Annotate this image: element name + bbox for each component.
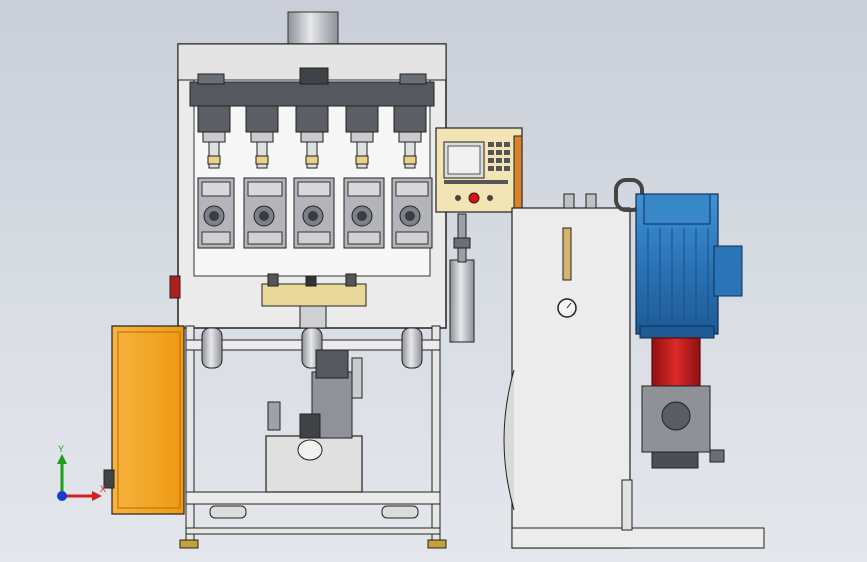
fixture-3 <box>293 177 335 249</box>
electrical-cabinet <box>111 325 185 515</box>
red-coupling <box>651 337 701 387</box>
hmi-keypad <box>488 142 510 171</box>
spindle-head-3 <box>295 105 329 169</box>
drain-pipe-1 <box>201 327 223 369</box>
top-fitting-2 <box>585 193 597 209</box>
cabinet-door-edge <box>117 331 181 509</box>
motor-fan-cover <box>643 193 711 225</box>
right-machine-base <box>511 527 765 549</box>
gearbox-base <box>651 451 699 469</box>
frame-bottom-rail <box>185 491 441 505</box>
motor-terminal-box <box>713 245 743 297</box>
x-axis-label: X <box>100 484 106 494</box>
base-slot-right <box>381 505 419 519</box>
pneumatic-cylinder <box>449 259 475 343</box>
leveling-foot-right <box>427 539 447 549</box>
hmi-side-strip <box>513 135 523 209</box>
spindle-head-2 <box>245 105 279 169</box>
right-machine-gusset <box>621 479 633 531</box>
pump-motor <box>315 349 349 379</box>
door-latch <box>169 275 181 299</box>
tray-stem <box>299 305 327 329</box>
spindle-head-1 <box>197 105 231 169</box>
lower-tray <box>261 283 367 307</box>
side-wheel <box>503 369 515 511</box>
level-indicator <box>562 227 572 281</box>
gantry-beam <box>189 81 435 107</box>
fixture-1 <box>197 177 235 249</box>
valve-right <box>351 357 363 399</box>
emergency-stop <box>468 192 480 204</box>
valve-left <box>267 401 281 431</box>
hmi-function-keys <box>444 180 508 184</box>
base-slot-left <box>209 505 247 519</box>
drain-pipe-3 <box>401 327 423 369</box>
y-axis-label: Y <box>58 444 64 454</box>
gantry-bracket-left <box>197 73 225 85</box>
fixture-5 <box>391 177 433 249</box>
leveling-foot-left <box>179 539 199 549</box>
cabinet-handle <box>103 469 115 489</box>
gearbox-fitting <box>709 449 725 463</box>
cylinder-collar <box>453 237 471 249</box>
tray-post-right <box>345 273 357 287</box>
tank-sight-glass <box>297 439 323 461</box>
fixture-2 <box>243 177 287 249</box>
gantry-top-clamp <box>299 67 329 85</box>
spindle-head-4 <box>345 105 379 169</box>
frame-right-leg <box>431 325 441 543</box>
fixture-4 <box>343 177 385 249</box>
hmi-control-panel <box>435 127 523 213</box>
tray-post-left <box>267 273 279 287</box>
spindle-head-5 <box>393 105 427 169</box>
tray-knob <box>305 275 317 287</box>
coordinate-triad: Y X <box>57 444 106 501</box>
pump-gauge-block <box>299 413 321 439</box>
motor-flange <box>639 325 715 339</box>
gantry-bracket-right <box>399 73 427 85</box>
frame-left-leg <box>185 325 195 543</box>
gearbox-port <box>661 401 691 431</box>
exhaust-duct <box>287 11 339 47</box>
frame-base-rail <box>185 527 441 535</box>
motor-fins <box>647 228 709 322</box>
top-fitting-1 <box>563 193 575 209</box>
z-axis-dot <box>57 491 67 501</box>
